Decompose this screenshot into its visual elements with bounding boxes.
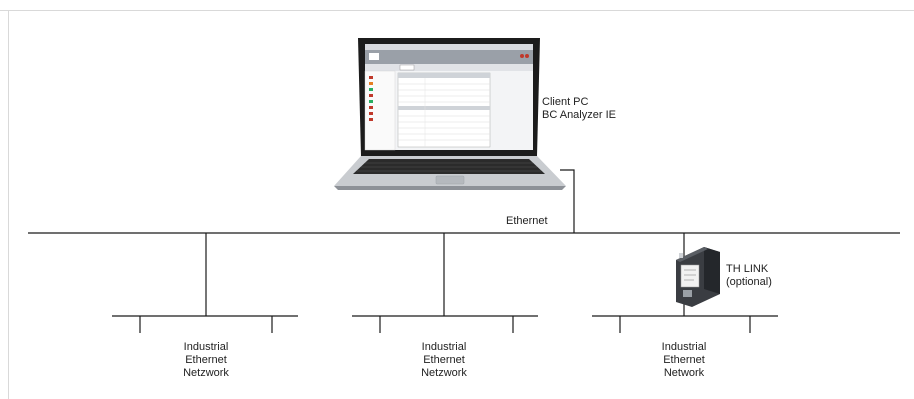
network-label-1: Industrial Ethernet Netzwork xyxy=(156,341,256,380)
laptop-connection-line xyxy=(560,169,575,233)
network-label-2-line3: Netzwork xyxy=(421,367,467,379)
network-label-1-line1: Industrial xyxy=(183,341,229,353)
th-link-device-icon xyxy=(676,247,720,307)
sub-network-3 xyxy=(592,315,778,333)
th-link-title: TH LINK xyxy=(726,263,769,275)
sub-network-1 xyxy=(112,315,298,333)
network-label-1-line2: Ethernet xyxy=(185,354,227,366)
ethernet-label: Ethernet xyxy=(506,215,548,227)
th-link-label: TH LINK (optional) xyxy=(726,263,772,289)
network-label-1-line3: Netzwork xyxy=(183,367,229,379)
sub-network-2 xyxy=(352,315,538,333)
client-pc-software: BC Analyzer IE xyxy=(542,109,616,121)
network-label-3-line2: Ethernet xyxy=(663,354,705,366)
frame-left-border xyxy=(8,10,9,399)
laptop-icon xyxy=(334,38,566,190)
network-label-2: Industrial Ethernet Netzwork xyxy=(394,341,494,380)
client-pc-label: Client PC BC Analyzer IE xyxy=(542,96,616,122)
network-label-3-line3: Network xyxy=(663,367,705,379)
network-label-3-line1: Industrial xyxy=(661,341,707,353)
network-label-3: Industrial Ethernet Network xyxy=(634,341,734,380)
network-label-2-line1: Industrial xyxy=(421,341,467,353)
frame-top-border xyxy=(0,10,914,11)
client-pc-title: Client PC xyxy=(542,96,589,108)
network-label-2-line2: Ethernet xyxy=(423,354,465,366)
th-link-note: (optional) xyxy=(726,276,772,288)
